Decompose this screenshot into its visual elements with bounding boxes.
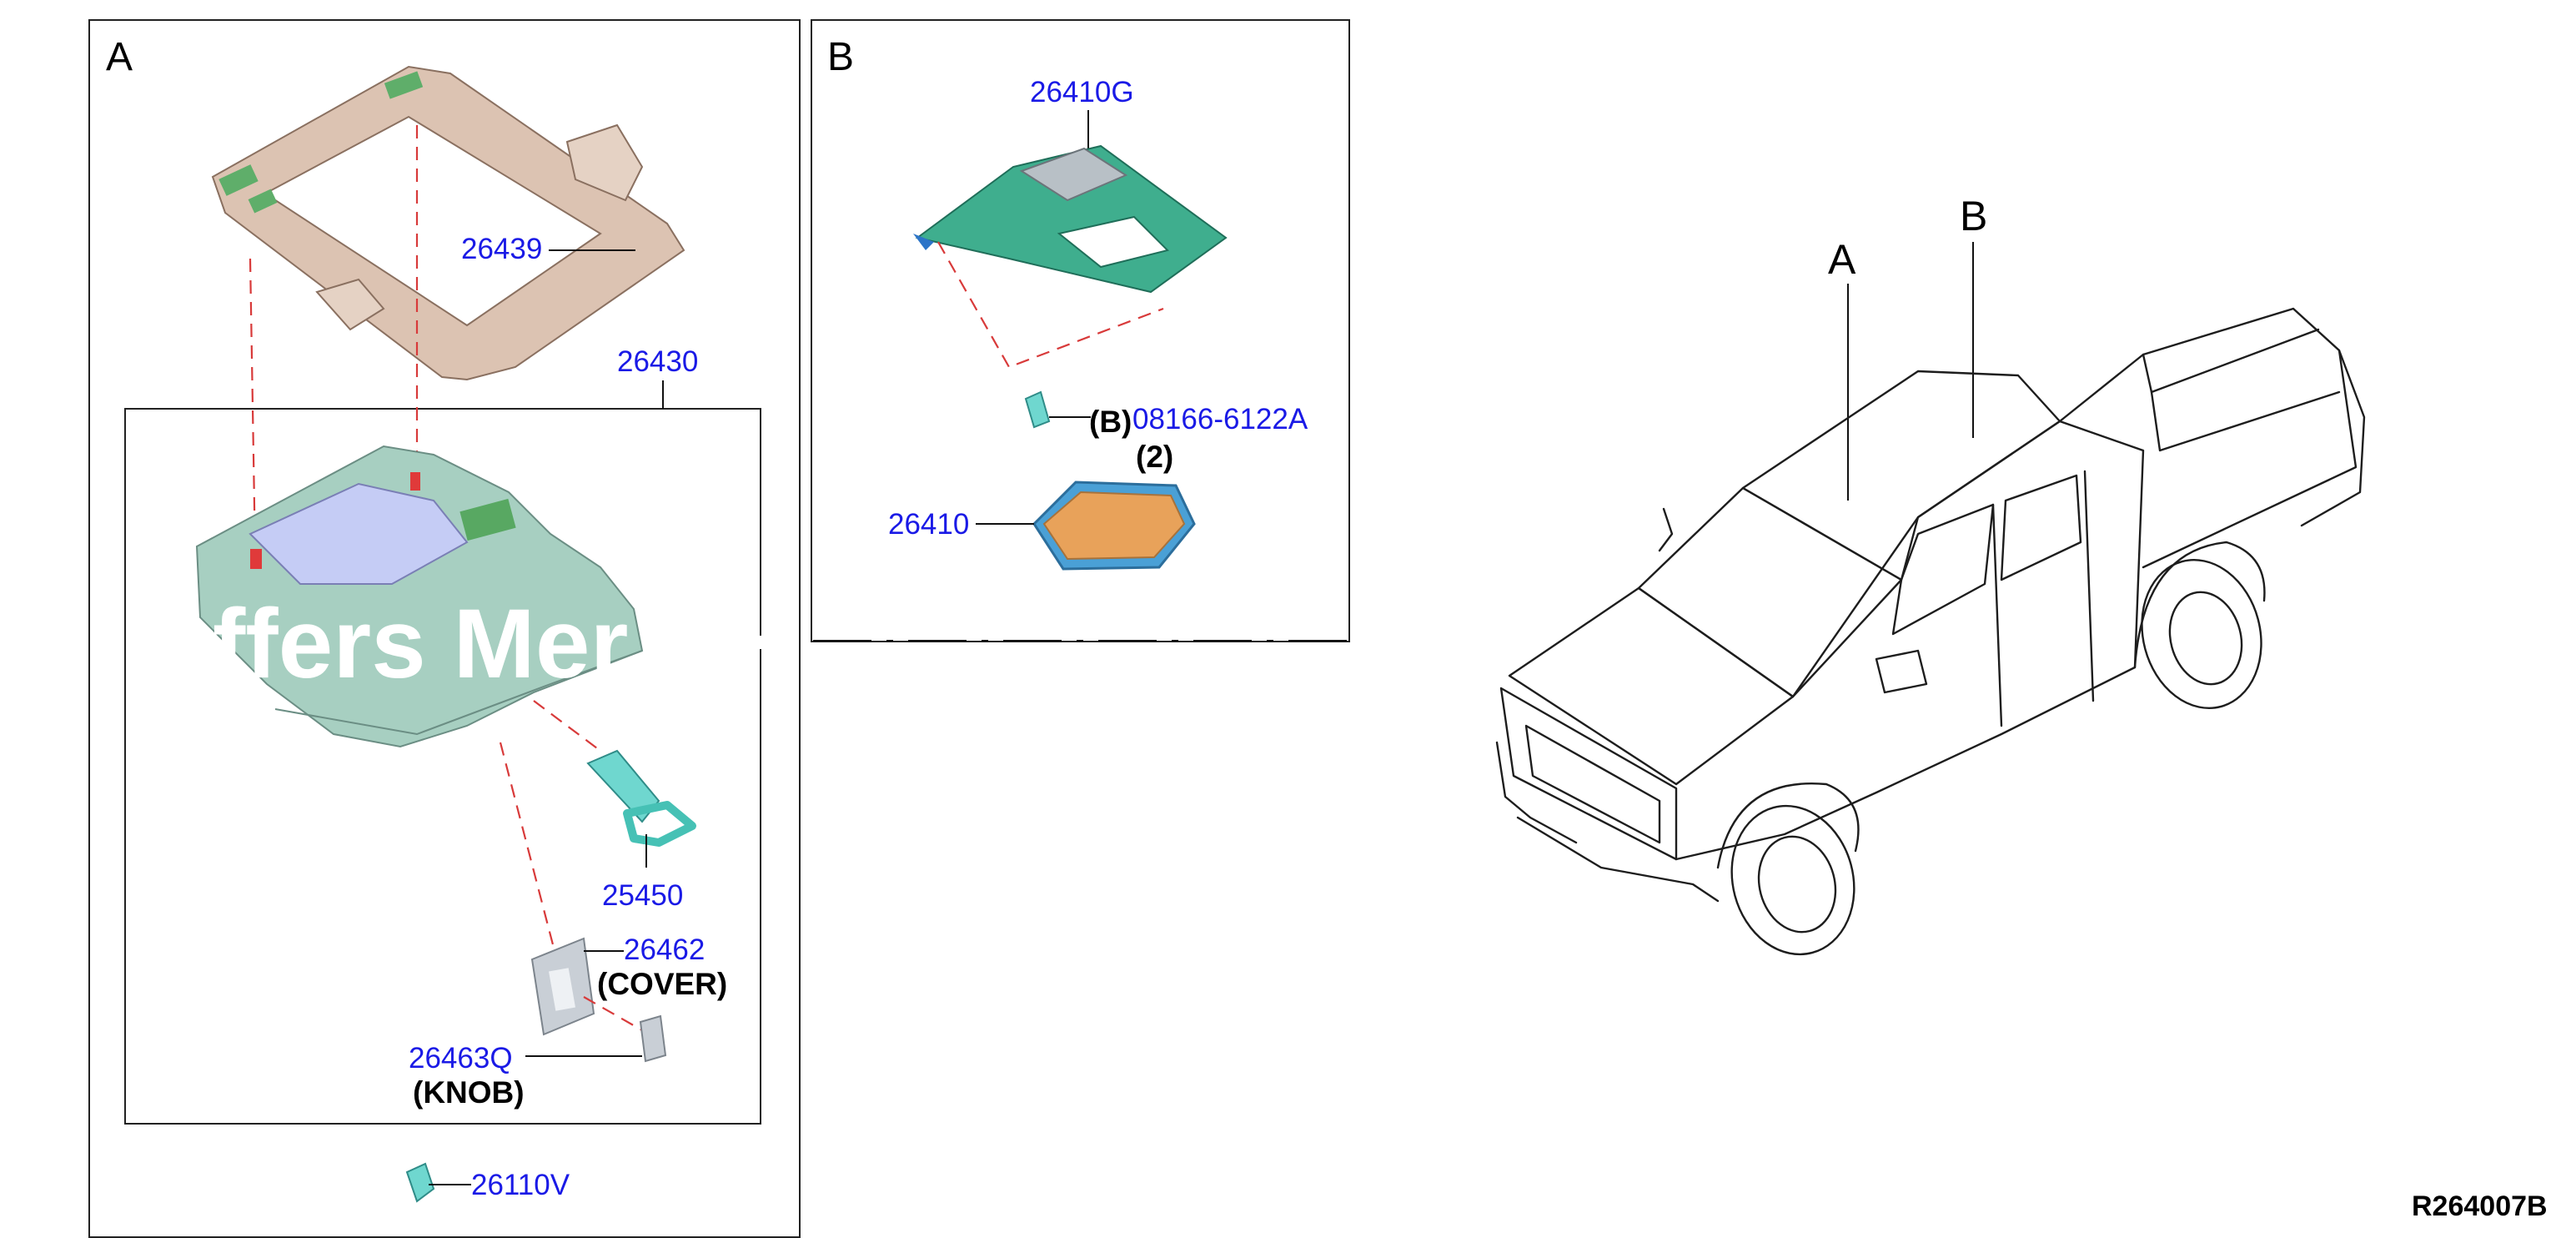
diagram-reference: R264007B <box>2412 1190 2548 1222</box>
part-number-26410: 26410 <box>888 508 969 541</box>
note-knob: (KNOB) <box>413 1075 525 1110</box>
part-number-08166: 08166-6122A <box>1132 403 1308 435</box>
map-lamp-part <box>195 445 644 748</box>
part-number-26410g: 26410G <box>1030 76 1134 108</box>
knob-part <box>639 1014 667 1063</box>
vehicle-label-a: A <box>1828 236 1856 283</box>
console-frame-part <box>211 65 685 381</box>
panel-a: A 26439 26430 ffers Me <box>88 19 801 1238</box>
note-08166-prefix: (B) <box>1089 405 1132 439</box>
bulb-socket-part <box>586 749 696 847</box>
lamp-lens-part <box>1032 481 1196 571</box>
clip-part <box>405 1162 435 1203</box>
note-cover: (COVER) <box>597 967 727 1001</box>
part-number-26462: 26462 <box>624 934 705 966</box>
watermark-text: ffers Mer <box>213 589 628 699</box>
bracket-part <box>913 144 1228 294</box>
panel-b: B 26410G (B) 08166-6122A (2) 26410 <box>811 19 1350 642</box>
pickup-truck-outline <box>1495 307 2366 956</box>
part-number-26110v: 26110V <box>471 1169 570 1201</box>
guide-line <box>533 700 601 752</box>
part-number-25450: 25450 <box>602 879 683 912</box>
guide-line <box>937 241 1164 369</box>
panel-b-label: B <box>827 35 854 79</box>
part-number-26463q: 26463Q <box>409 1042 513 1074</box>
lamp-assembly-box <box>124 408 761 1125</box>
guide-line <box>499 742 556 952</box>
part-number-26430: 26430 <box>617 345 698 378</box>
guide-line <box>583 996 643 1031</box>
note-08166-quantity: (2) <box>1136 440 1173 474</box>
guide-line <box>249 258 257 556</box>
vehicle-location-view: A B <box>1495 193 2366 956</box>
screw-part <box>1024 390 1051 429</box>
cover-part <box>530 937 595 1036</box>
panel-a-label: A <box>106 35 133 79</box>
vehicle-label-b: B <box>1960 193 1987 239</box>
panel-a-frame <box>88 19 801 1238</box>
part-number-26439: 26439 <box>461 233 542 265</box>
